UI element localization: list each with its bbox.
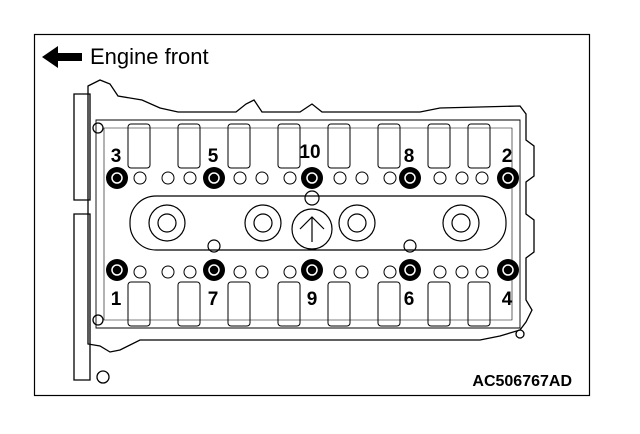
bolt-socket: [111, 264, 123, 276]
bolt-5: 5: [203, 146, 225, 189]
bolt-number-label: 4: [502, 289, 513, 310]
bolt-number-label: 6: [404, 289, 415, 310]
direction-label: Engine front: [90, 44, 209, 69]
bolt-4: 4: [497, 259, 519, 310]
bolt-number-label: 10: [299, 142, 320, 163]
bolt-number-label: 8: [404, 146, 415, 167]
bolt-number-label: 5: [208, 146, 219, 167]
arrow-left-icon: [42, 46, 82, 68]
bolt-head: [399, 167, 421, 189]
spark-plug-wells: [129, 190, 507, 253]
bolt-7: 7: [203, 259, 225, 310]
cylinder-head-outline: [73, 79, 535, 384]
bolt-socket: [404, 264, 416, 276]
head-bolts: 3 5 10 8 2 1 7 9 6 4: [106, 142, 519, 310]
bolt-head: [106, 259, 128, 281]
bolt-head: [399, 259, 421, 281]
cam-cap-row-bottom: [127, 265, 491, 327]
bolt-number-label: 3: [111, 146, 122, 167]
bolt-number-label: 1: [111, 289, 122, 310]
figure-code: AC506767AD: [472, 373, 572, 390]
bolt-head: [497, 259, 519, 281]
bolt-socket: [502, 172, 514, 184]
bolt-number-label: 7: [208, 289, 219, 310]
bolt-2: 2: [497, 146, 519, 189]
bolt-socket: [502, 264, 514, 276]
bolt-head: [497, 167, 519, 189]
bolt-9: 9: [301, 259, 323, 310]
cam-cap-row-top: [127, 123, 491, 185]
bolt-socket: [208, 264, 220, 276]
bolt-head: [106, 167, 128, 189]
bolt-head: [203, 167, 225, 189]
bolt-6: 6: [399, 259, 421, 310]
bolt-3: 3: [106, 146, 128, 189]
bolt-1: 1: [106, 259, 128, 310]
bolt-socket: [306, 172, 318, 184]
bolt-number-label: 9: [307, 289, 318, 310]
bolt-head: [301, 167, 323, 189]
bolt-head: [301, 259, 323, 281]
bolt-socket: [111, 172, 123, 184]
bolt-8: 8: [399, 146, 421, 189]
bolt-head: [203, 259, 225, 281]
figure-frame: [33, 33, 591, 397]
bolt-number-label: 2: [502, 146, 513, 167]
bolt-socket: [404, 172, 416, 184]
bolt-10: 10: [299, 142, 323, 189]
bolt-socket: [208, 172, 220, 184]
bolt-socket: [306, 264, 318, 276]
